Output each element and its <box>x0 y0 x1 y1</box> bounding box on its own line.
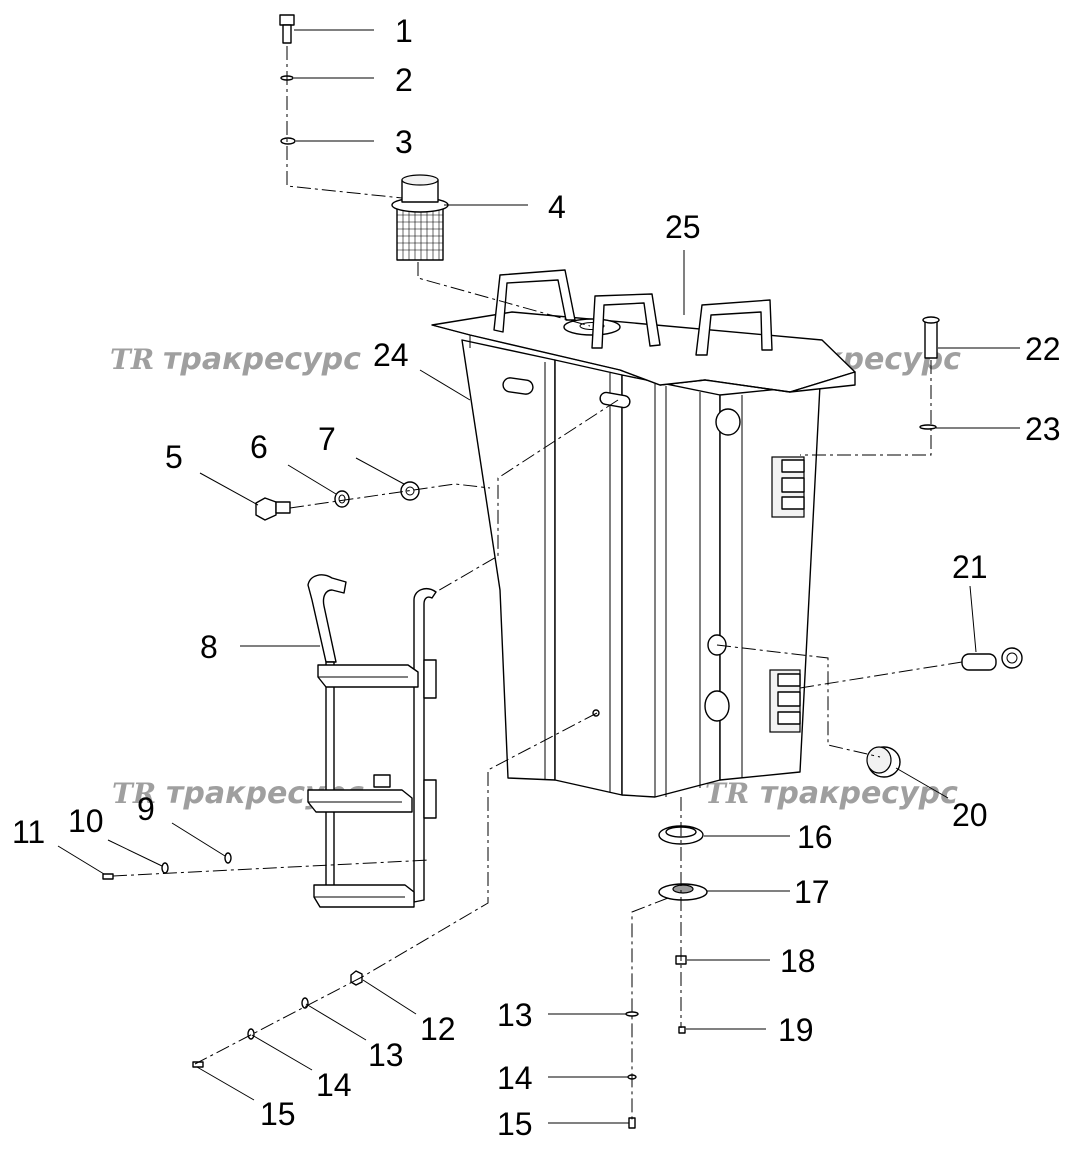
part-13-washer <box>301 997 309 1009</box>
callout-13: 13 <box>368 1037 404 1073</box>
watermark-text: тракресурс <box>760 776 958 811</box>
callout-21: 21 <box>952 549 988 585</box>
part-1-bolt <box>279 14 295 44</box>
assembly-lines <box>112 46 963 1120</box>
part-9-washer <box>224 852 232 864</box>
watermark-logo: TR <box>112 777 156 810</box>
part-20-cap <box>866 746 901 778</box>
part-3-washer <box>280 137 296 145</box>
watermark-text: тракресурс <box>163 342 361 377</box>
callout-17: 17 <box>794 874 830 910</box>
callout-3: 3 <box>395 124 413 160</box>
callout-14-b: 14 <box>497 1060 533 1096</box>
callout-numbers: 1 2 3 4 5 6 7 8 9 10 11 12 13 14 15 16 1… <box>12 13 1061 1142</box>
part-8-ladder <box>307 574 437 908</box>
callout-6: 6 <box>250 429 268 465</box>
callout-24: 24 <box>373 337 409 373</box>
watermark-1: TR тракресурс <box>110 342 361 377</box>
callout-13-b: 13 <box>497 997 533 1033</box>
part-17-flange <box>658 883 708 901</box>
part-5-bolt <box>255 497 291 521</box>
callout-7: 7 <box>318 421 336 457</box>
watermark-4: TR тракресурс <box>705 776 958 811</box>
callout-5: 5 <box>165 439 183 475</box>
part-10-washer <box>161 862 169 874</box>
callout-22: 22 <box>1025 331 1061 367</box>
callout-2: 2 <box>395 62 413 98</box>
part-23-washer <box>919 424 937 430</box>
callout-16: 16 <box>797 819 833 855</box>
part-4-filter <box>391 174 449 261</box>
callout-14: 14 <box>316 1067 352 1103</box>
part-21-drain <box>961 647 1023 671</box>
callout-11: 11 <box>12 814 45 850</box>
watermark-logo: TR <box>110 343 154 376</box>
part-22-pin <box>922 316 940 359</box>
tank-body <box>431 269 856 798</box>
callout-19: 19 <box>778 1012 814 1048</box>
callout-12: 12 <box>420 1011 456 1047</box>
callout-4: 4 <box>548 189 566 225</box>
part-11-bolt <box>102 873 114 880</box>
callout-8: 8 <box>200 629 218 665</box>
callout-15: 15 <box>260 1096 296 1132</box>
part-7-washer <box>400 481 420 501</box>
callout-20: 20 <box>952 797 988 833</box>
part-14-washer <box>247 1028 255 1040</box>
part-6-washer <box>334 490 350 508</box>
leader-lines <box>57 29 1020 1124</box>
callout-15-b: 15 <box>497 1106 533 1142</box>
callout-1: 1 <box>395 13 413 49</box>
callout-9: 9 <box>137 791 155 827</box>
callout-25: 25 <box>665 209 701 245</box>
callout-23: 23 <box>1025 411 1061 447</box>
part-19-plug <box>678 1026 686 1034</box>
part-13-washer-b <box>625 1011 639 1017</box>
callout-10: 10 <box>68 803 104 839</box>
callout-18: 18 <box>780 943 816 979</box>
part-15-bolt-b <box>628 1117 636 1129</box>
